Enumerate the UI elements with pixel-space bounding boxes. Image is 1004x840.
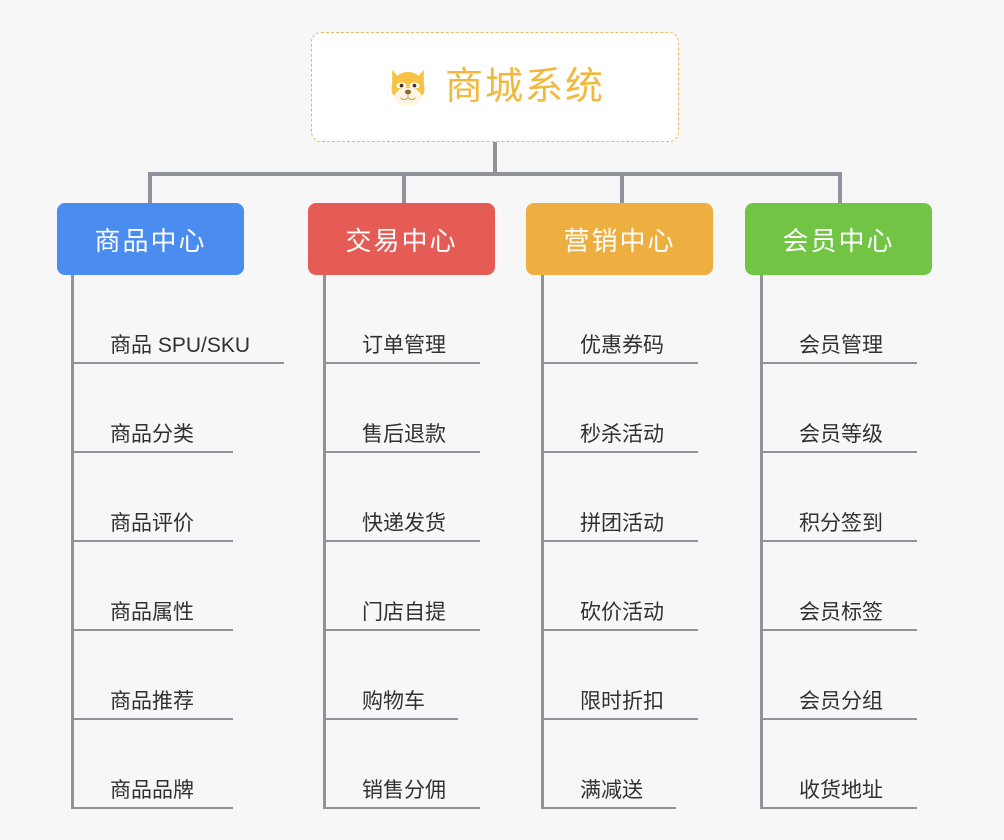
item-label: 满减送 [580, 779, 643, 802]
branch-label-2: 交易中心 [345, 225, 458, 256]
item-rule [326, 629, 480, 631]
list-item[interactable]: 商品品牌 [74, 720, 281, 809]
connector-drop-3 [620, 172, 624, 205]
item-label: 门店自提 [362, 601, 446, 624]
item-label: 限时折扣 [580, 690, 664, 713]
item-label: 会员管理 [799, 334, 883, 357]
list-item[interactable]: 砍价活动 [544, 542, 711, 631]
branch-box-3[interactable]: 营销中心 [526, 203, 713, 275]
connector-root-stem [493, 142, 497, 174]
item-rule [326, 451, 480, 453]
item-label: 快递发货 [362, 512, 446, 535]
item-rule [544, 807, 676, 809]
item-rule [763, 718, 917, 720]
item-rule [544, 540, 698, 542]
item-label: 拼团活动 [580, 512, 664, 535]
item-label: 商品评价 [110, 512, 194, 535]
list-item[interactable]: 会员等级 [763, 364, 930, 453]
item-rule [74, 451, 233, 453]
item-label: 砍价活动 [580, 601, 664, 624]
item-label: 秒杀活动 [580, 423, 664, 446]
list-item[interactable]: 商品属性 [74, 542, 281, 631]
list-item[interactable]: 积分签到 [763, 453, 930, 542]
item-rule [326, 807, 480, 809]
list-item[interactable]: 购物车 [326, 631, 493, 720]
branch-items-2: 订单管理 售后退款 快递发货 门店自提 购物车 销售分佣 [323, 275, 493, 809]
item-label: 会员标签 [799, 601, 883, 624]
item-rule [74, 629, 233, 631]
item-label: 购物车 [362, 690, 425, 713]
connector-drop-4 [838, 172, 842, 205]
branch-box-4[interactable]: 会员中心 [745, 203, 932, 275]
item-rule [544, 718, 698, 720]
item-rule [74, 362, 284, 364]
item-rule [544, 629, 698, 631]
list-item[interactable]: 限时折扣 [544, 631, 711, 720]
branch-items-1: 商品 SPU/SKU 商品分类 商品评价 商品属性 商品推荐 商品品牌 [71, 275, 284, 809]
list-item[interactable]: 门店自提 [326, 542, 493, 631]
item-rule [544, 362, 698, 364]
item-rule [326, 362, 480, 364]
list-item[interactable]: 收货地址 [763, 720, 930, 809]
item-rule [763, 629, 917, 631]
root-node[interactable]: 商城系统 [311, 32, 679, 142]
list-item[interactable]: 商品 SPU/SKU [74, 275, 284, 364]
branch-box-1[interactable]: 商品中心 [57, 203, 244, 275]
item-label: 优惠券码 [580, 334, 664, 357]
item-rule [326, 540, 480, 542]
item-rule [763, 807, 917, 809]
list-item[interactable]: 销售分佣 [326, 720, 493, 809]
list-item[interactable]: 商品推荐 [74, 631, 281, 720]
item-rule [326, 718, 458, 720]
list-item[interactable]: 会员标签 [763, 542, 930, 631]
list-item[interactable]: 订单管理 [326, 275, 493, 364]
connector-drop-2 [402, 172, 406, 205]
item-label: 商品推荐 [110, 690, 194, 713]
branch-label-1: 商品中心 [94, 225, 207, 256]
item-label: 售后退款 [362, 423, 446, 446]
item-rule [74, 540, 233, 542]
list-item[interactable]: 会员管理 [763, 275, 930, 364]
connector-drop-1 [148, 172, 152, 205]
branch-label-4: 会员中心 [782, 225, 895, 256]
list-item[interactable]: 优惠券码 [544, 275, 711, 364]
item-label: 订单管理 [362, 334, 446, 357]
list-item[interactable]: 售后退款 [326, 364, 493, 453]
list-item[interactable]: 商品评价 [74, 453, 281, 542]
branch-label-3: 营销中心 [563, 225, 676, 256]
branch-items-4: 会员管理 会员等级 积分签到 会员标签 会员分组 收货地址 [760, 275, 930, 809]
dog-face-icon [391, 69, 425, 107]
item-label: 积分签到 [799, 512, 883, 535]
list-item[interactable]: 拼团活动 [544, 453, 711, 542]
item-label: 会员分组 [799, 690, 883, 713]
item-rule [74, 718, 233, 720]
list-item[interactable]: 商品分类 [74, 364, 281, 453]
list-item[interactable]: 满减送 [544, 720, 711, 809]
item-label: 商品分类 [110, 423, 194, 446]
item-rule [544, 451, 698, 453]
list-item[interactable]: 秒杀活动 [544, 364, 711, 453]
item-label: 销售分佣 [362, 779, 446, 802]
item-rule [763, 540, 917, 542]
item-rule [763, 451, 917, 453]
item-rule [74, 807, 233, 809]
item-label: 会员等级 [799, 423, 883, 446]
list-item[interactable]: 快递发货 [326, 453, 493, 542]
branch-items-3: 优惠券码 秒杀活动 拼团活动 砍价活动 限时折扣 满减送 [541, 275, 711, 809]
item-label: 商品 SPU/SKU [110, 334, 251, 357]
item-label: 收货地址 [799, 779, 883, 802]
branch-box-2[interactable]: 交易中心 [308, 203, 495, 275]
item-rule [763, 362, 917, 364]
item-label: 商品品牌 [110, 779, 194, 802]
root-title: 商城系统 [444, 66, 605, 108]
connector-horizontal-bus [149, 172, 841, 176]
item-label: 商品属性 [110, 601, 194, 624]
list-item[interactable]: 会员分组 [763, 631, 930, 720]
